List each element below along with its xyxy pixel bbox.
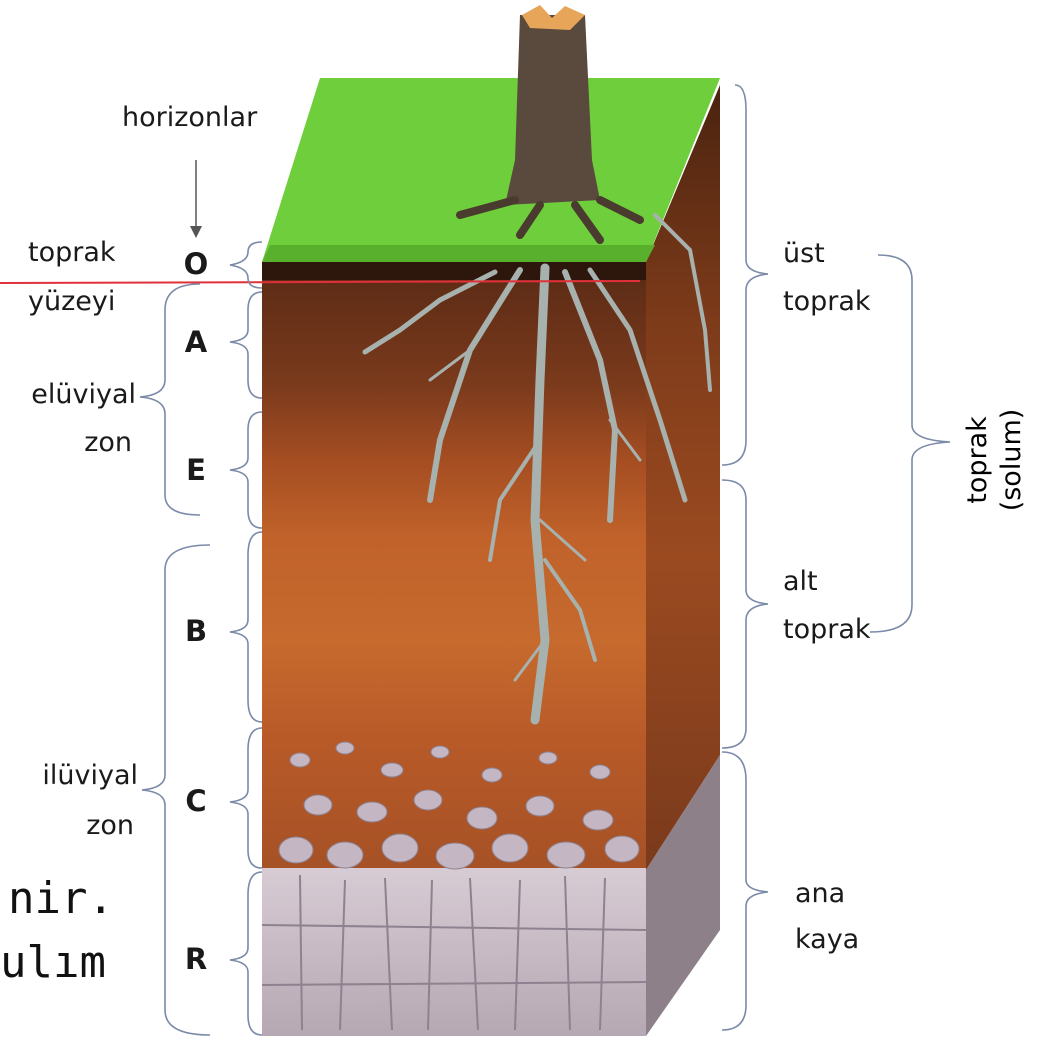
background-text-line-1: nir. [8, 868, 114, 930]
horizon-brackets-left [230, 242, 262, 1035]
subsoil-label-2: toprak [783, 612, 871, 648]
topsoil-label-2: toprak [783, 284, 871, 320]
eluvial-zone-label-1: elüviyal [10, 377, 136, 413]
horizon-e: E [181, 453, 211, 487]
horizons-arrowhead [190, 226, 202, 238]
subsoil-label-1: alt [783, 564, 818, 600]
horizon-r: R [181, 942, 211, 976]
illuvial-zone-label-2: zon [10, 808, 134, 844]
soil-surface-label-1: toprak [28, 235, 116, 271]
bedrock-front [262, 868, 646, 1036]
topsoil-label-1: üst [783, 236, 825, 272]
horizon-c: C [181, 784, 211, 818]
solum-label-1: toprak [961, 409, 995, 512]
solum-label: toprak(solum) [955, 390, 1035, 530]
bedrock-label-2: kaya [795, 922, 859, 958]
eluvial-zone-label-2: zon [10, 425, 132, 461]
background-text-line-2: ulım [0, 932, 106, 994]
zone-brackets [140, 284, 210, 1035]
solum-label-2: (solum) [995, 409, 1029, 512]
horizon-a: A [181, 325, 211, 359]
bedrock-label-1: ana [795, 876, 845, 912]
illuvial-zone-label-1: ilüviyal [10, 758, 138, 794]
soil-front-face [262, 262, 646, 874]
grass-top-shade [262, 245, 655, 262]
horizon-b: B [181, 614, 211, 648]
soil-surface-label-2: yüzeyi [28, 284, 115, 320]
grass-top [262, 78, 720, 262]
horizons-title: horizonlar [122, 100, 257, 136]
horizon-o: O [181, 247, 211, 281]
